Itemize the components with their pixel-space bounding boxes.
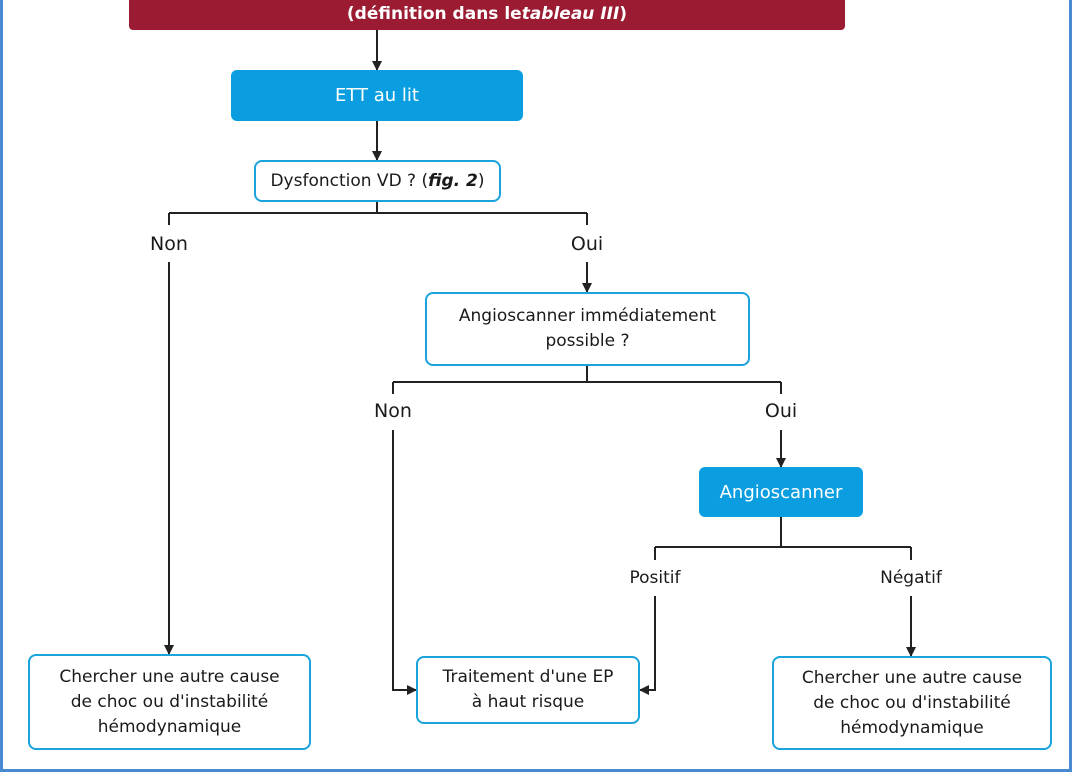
autre-cause-right-line2: de choc ou d'instabilité [813,692,1011,713]
header-text: (définition dans le [346,3,522,24]
dysfonction-text: Dysfonction VD ? ( [270,170,429,191]
arrow-positif-to-traitement [639,596,656,695]
autre-cause-left-line3: hémodynamique [97,716,242,737]
angioscanner-label: Angioscanner [719,481,843,503]
angio-possible-line1: Angioscanner immédiatement [458,306,717,326]
traitement-line2: à haut risque [471,692,585,712]
traitement-node: Traitement d'une EP à haut risque [416,656,640,724]
arrow-angio-non-to-traitement [392,430,417,695]
angio-non-label: Non [374,400,412,422]
flowchart-connectors [164,30,916,695]
autre-cause-left-line2: de choc ou d'instabilité [70,691,269,712]
traitement-line1: Traitement d'une EP [442,667,614,687]
autre-cause-left-line1: Chercher une autre cause [59,666,280,687]
dysfonction-fig-ref: fig. 2 [428,170,478,191]
header-table-ref: tableau III [521,3,620,24]
angio-oui-label: Oui [764,400,798,422]
dys-non-label: Non [150,233,188,255]
header-criteria-box: (définition dans le tableau III) [129,0,845,30]
autre-cause-right-node: Chercher une autre cause de choc ou d'in… [772,656,1052,750]
autre-cause-left-node: Chercher une autre cause de choc ou d'in… [28,654,311,750]
angio-possible-node: Angioscanner immédiatement possible ? [425,292,750,366]
autre-cause-right-line1: Chercher une autre cause [801,667,1023,688]
angioscanner-node: Angioscanner [699,467,863,517]
header-close: ) [619,3,628,24]
dysfonction-vd-node: Dysfonction VD ? (fig. 2) [254,160,501,202]
negatif-label: Négatif [880,568,942,588]
dysfonction-close: ) [477,170,485,191]
positif-label: Positif [629,568,681,588]
dys-oui-label: Oui [570,233,604,255]
angio-possible-line2: possible ? [545,331,630,351]
autre-cause-right-line3: hémodynamique [840,717,984,738]
ett-au-lit-label: ETT au lit [335,85,419,106]
ett-au-lit-node: ETT au lit [231,70,523,121]
